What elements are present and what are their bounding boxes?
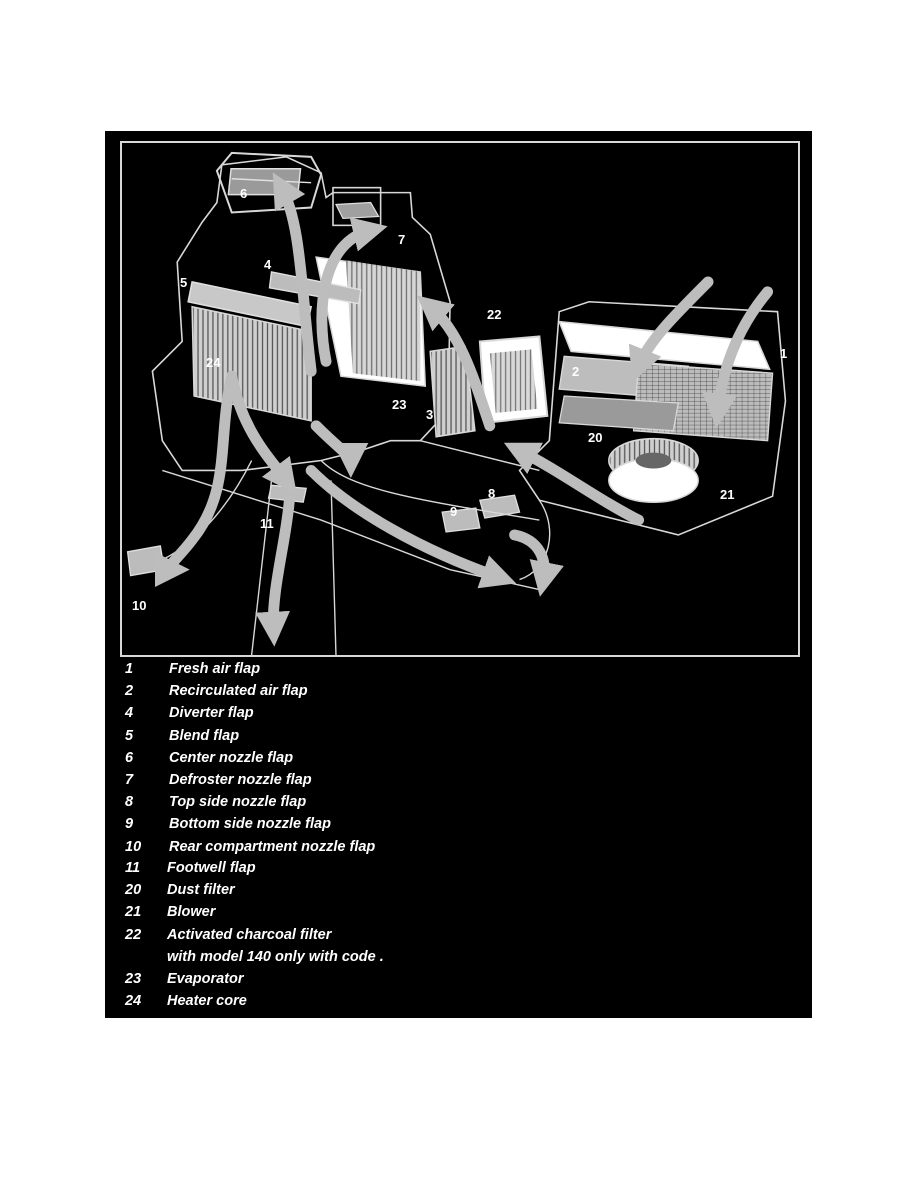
duct-outlines — [162, 460, 551, 655]
defroster-nozzle — [332, 186, 382, 227]
callout-21: 21 — [720, 487, 735, 502]
legend-number: 20 — [125, 882, 142, 898]
callout-1: 1 — [780, 346, 788, 361]
legend-label: Bottom side nozzle flap — [169, 816, 331, 832]
callout-3: 3 — [426, 407, 434, 422]
legend-number: 4 — [125, 705, 134, 721]
top-side-nozzle-flap — [479, 494, 521, 519]
callout-24: 24 — [206, 355, 221, 370]
evaporator — [315, 256, 427, 387]
callout-10: 10 — [132, 598, 147, 613]
legend-label: Fresh air flap — [169, 661, 261, 677]
callout-9: 9 — [450, 504, 458, 519]
legend-note: with model 140 only with code . — [167, 949, 384, 965]
callout-22: 22 — [487, 307, 502, 322]
legend-number: 1 — [125, 661, 134, 677]
legend-number: 9 — [125, 816, 134, 832]
legend-label: Top side nozzle flap — [169, 794, 307, 810]
diagram-drawing — [126, 151, 787, 655]
legend-number: 8 — [125, 794, 134, 810]
callout-23: 23 — [392, 397, 407, 412]
legend-number: 7 — [125, 772, 134, 788]
legend-label: Heater core — [167, 993, 247, 1009]
legend-number: 11 — [125, 860, 141, 876]
hvac-airflow-diagram: 6 7 4 5 22 24 23 3 2 1 20 21 8 9 11 10 — [120, 141, 800, 657]
legend-number: 6 — [125, 750, 134, 766]
callout-20: 20 — [588, 430, 603, 445]
callout-11: 11 — [260, 516, 274, 531]
blower-housing-outline — [518, 300, 787, 536]
callout-5: 5 — [180, 275, 188, 290]
legend-label: Dust filter — [167, 882, 235, 898]
blower — [608, 437, 699, 503]
callout-8: 8 — [488, 486, 496, 501]
legend-label: Blend flap — [169, 728, 240, 744]
callout-4: 4 — [264, 257, 272, 272]
legend-number: 24 — [125, 993, 142, 1009]
legend-number: 23 — [125, 971, 142, 987]
legend-label: Evaporator — [167, 971, 244, 987]
legend-label: Diverter flap — [169, 705, 254, 721]
legend-label: Footwell flap — [167, 860, 256, 876]
legend-label: Defroster nozzle flap — [169, 772, 312, 788]
legend-label: Rear compartment nozzle flap — [169, 839, 376, 855]
legend-label: Activated charcoal filter — [167, 927, 332, 943]
legend-number: 2 — [125, 683, 134, 699]
legend-number: 5 — [125, 728, 134, 744]
callout-7: 7 — [398, 232, 406, 247]
heater-core — [191, 305, 312, 422]
legend-label: Blower — [167, 904, 216, 920]
center-nozzle — [215, 151, 323, 214]
callout-2: 2 — [572, 364, 580, 379]
callout-6: 6 — [240, 186, 248, 201]
legend-label: Center nozzle flap — [169, 750, 294, 766]
rear-compartment-nozzle-flap — [126, 545, 166, 577]
airflow-arrows — [154, 172, 774, 647]
charcoal-filter — [429, 335, 549, 438]
legend-label: Recirculated air flap — [169, 683, 308, 699]
bottom-side-nozzle-flap — [441, 507, 481, 533]
dust-filter — [558, 395, 680, 432]
legend-number: 21 — [125, 904, 142, 920]
legend-number: 10 — [125, 839, 142, 855]
legend-number: 22 — [125, 927, 142, 943]
figure-panel: 6 7 4 5 22 24 23 3 2 1 20 21 8 9 11 10 1… — [105, 131, 812, 1018]
